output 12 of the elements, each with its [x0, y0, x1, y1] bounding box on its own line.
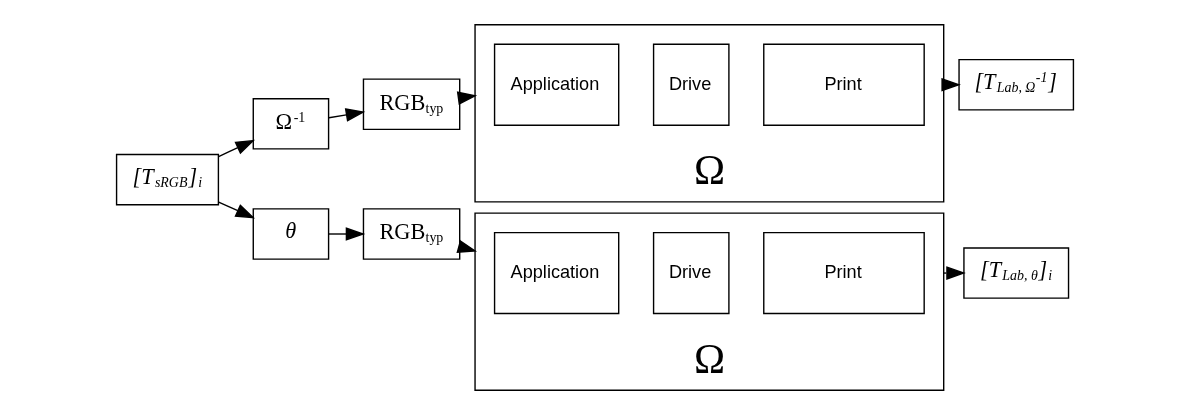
- arrow: [328, 227, 366, 241]
- node-box: Print: [763, 43, 925, 126]
- node-box: Print: [763, 231, 925, 315]
- node-box: Drive: [652, 231, 730, 315]
- node-box: θ: [252, 208, 330, 260]
- node-box: Application: [493, 231, 620, 315]
- arrow: [943, 266, 966, 280]
- arrow: [217, 139, 256, 158]
- arrow: [217, 201, 256, 219]
- node-box: Drive: [652, 43, 730, 126]
- arrow: [328, 108, 366, 122]
- node-box: Application: [493, 43, 620, 126]
